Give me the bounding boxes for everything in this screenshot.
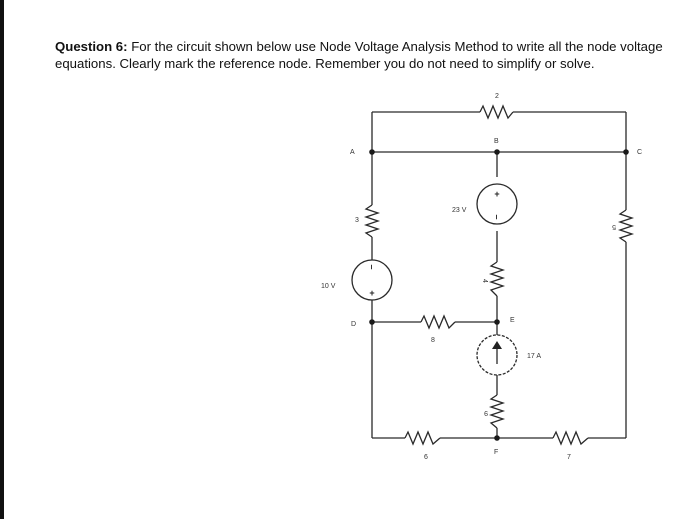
resistor-ef [488,394,506,429]
resistor-bottom-left-value: 6 [424,454,428,461]
voltage-source-23v-label: 23 V [452,207,467,214]
resistor-de [420,314,456,330]
resistor-de-value: 8 [431,337,435,344]
resistor-bc [488,261,506,297]
resistor-right-value: 5 [612,223,616,230]
node-c-dot [623,149,629,155]
node-label-f: F [494,449,498,456]
resistor-top-value: 2 [495,93,499,100]
node-a-dot [369,149,375,155]
question-label: Question 6: [55,39,128,54]
node-d-dot [369,319,375,325]
resistor-bc-value: 4 [481,279,488,283]
current-source-17a [476,334,518,376]
v10-minus-sign: – [367,264,377,269]
left-edge-bar [0,0,4,519]
node-label-e: E [510,317,515,324]
node-f-dot [494,435,500,441]
resistor-bottom-right [552,430,589,446]
question-text: Question 6: For the circuit shown below … [55,38,665,72]
node-e-dot [494,319,500,325]
node-label-c: C [637,149,642,156]
voltage-source-10v: – + [351,259,393,301]
v23-plus-sign: + [494,189,499,199]
current-source-17a-label: 17 A [527,353,541,360]
v10-plus-sign: + [369,288,374,298]
voltage-source-10v-label: 10 V [321,283,336,290]
voltage-source-23v: + – [476,183,518,225]
resistor-left [363,204,381,238]
v23-minus-sign: – [492,214,502,219]
circuit-wires [371,111,627,439]
question-body: For the circuit shown below use Node Vol… [55,39,663,71]
resistor-bottom-right-value: 7 [567,454,571,461]
resistor-right [617,209,635,243]
resistor-left-value: 3 [355,217,359,224]
resistor-top [479,104,514,120]
resistor-bottom-left [404,430,441,446]
current-arrow-icon [492,341,502,349]
node-label-b: B [494,138,499,145]
node-label-a: A [350,149,355,156]
node-b-dot [494,149,500,155]
node-label-d: D [351,321,356,328]
resistor-ef-value: 9 [484,409,488,416]
